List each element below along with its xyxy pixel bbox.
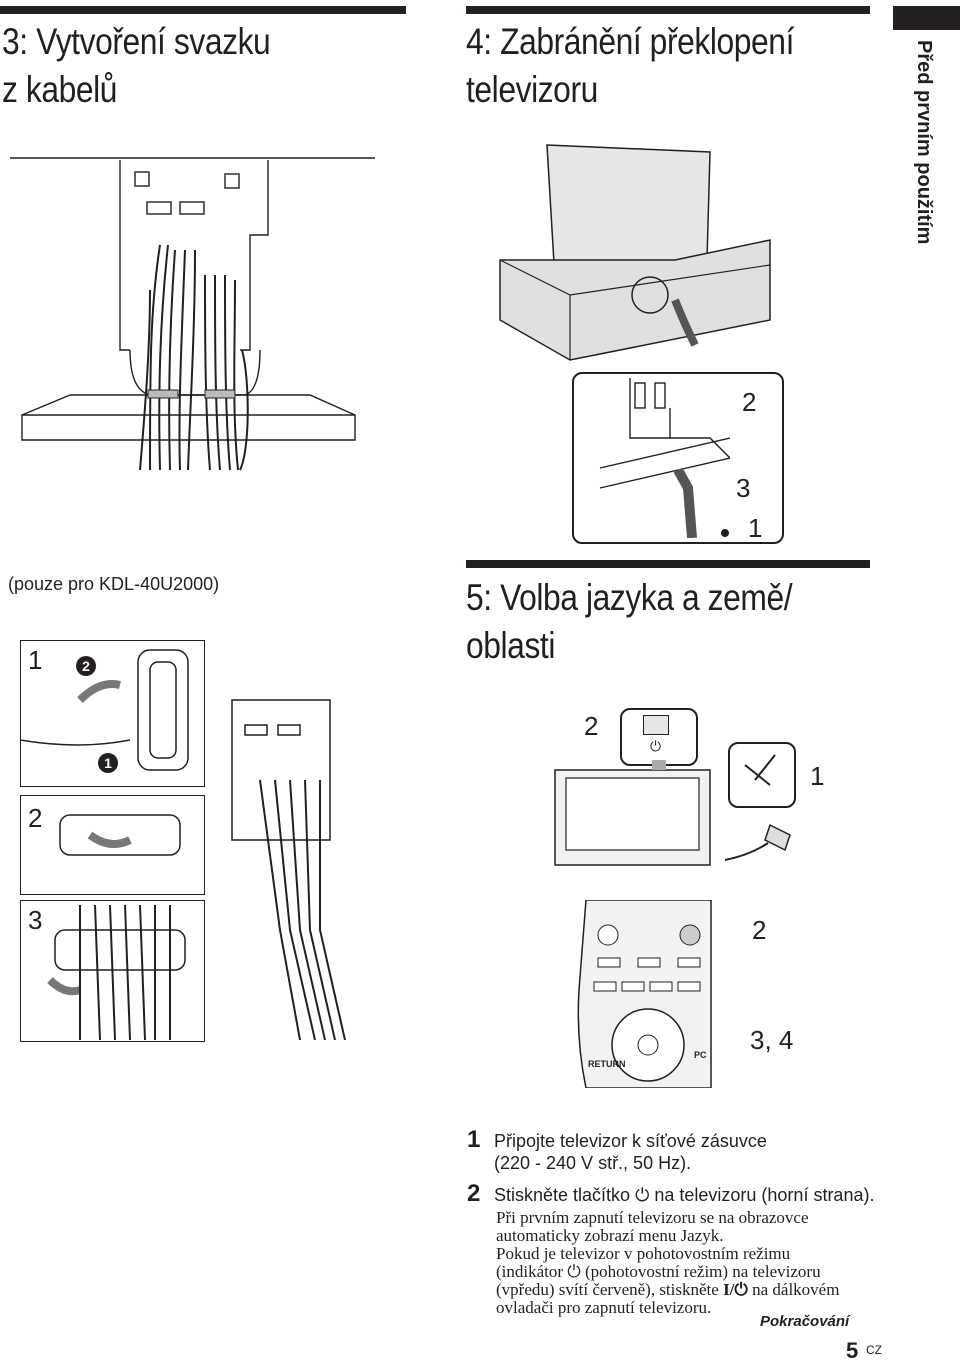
strap-detail-illustration: [599, 378, 730, 538]
note-line-6: ovladači pro zapnutí televizoru.: [496, 1298, 712, 1317]
note-line-5a: (vpředu) svítí červeně), stiskněte: [496, 1280, 719, 1299]
power-cord-illustration: [724, 754, 791, 861]
note-line-5: (vpředu) svítí červeně), stiskněte I/⏻ n…: [496, 1280, 839, 1299]
strap-callout-3: 3: [736, 473, 751, 503]
section-3-title-line2: z kabelů: [2, 69, 118, 110]
remote-callout-3-4: 3, 4: [750, 1025, 794, 1055]
remote-illustration: [577, 900, 712, 1088]
kdl-model-note: (pouze pro KDL-40U2000): [8, 574, 220, 594]
power-toggle-symbol-icon: I/⏻: [723, 1280, 748, 1299]
section-5-title-line1: 5: Volba jazyka a země/: [466, 577, 793, 618]
clip-step-panel-3: [20, 900, 205, 1042]
remote-return-label: RETURN: [588, 1059, 626, 1069]
page-language: CZ: [866, 1343, 882, 1357]
tv-on-stand-illustration: [499, 144, 771, 361]
step-2-text-post: na televizoru (horní strana).: [654, 1185, 875, 1205]
strap-callout-2: 2: [742, 387, 757, 417]
plug-detail-box: [728, 742, 796, 808]
section-4-title-line1: 4: Zabránění překlopení: [466, 21, 794, 62]
section-5-title-line2: oblasti: [466, 625, 555, 666]
plug-callout-1: 1: [810, 761, 825, 791]
step-2-text: Stiskněte tlačítko ⏻ na televizoru (horn…: [494, 1184, 874, 1206]
section-4-rule: [466, 6, 870, 14]
section-3-rule: [0, 6, 406, 14]
note-line-2: automaticky zobrazí menu Jazyk.: [496, 1226, 724, 1245]
clip-bullet-b2: 2: [76, 656, 96, 676]
clip-callout-1: 1: [28, 645, 43, 675]
power-button-icon: [643, 715, 669, 735]
page-number: 5: [846, 1338, 859, 1363]
remote-callout-2: 2: [752, 915, 767, 945]
note-line-4a: (indikátor: [496, 1262, 564, 1281]
section-4-title-line2: televizoru: [466, 69, 598, 110]
tv-front-illustration: [554, 760, 711, 866]
strap-callout-1: 1: [748, 513, 763, 543]
clip-callout-2: 2: [28, 803, 43, 833]
continued-label: Pokračování: [760, 1313, 850, 1330]
cable-bundle-illustration: [10, 157, 375, 471]
standby-symbol-icon: ⏻: [567, 1262, 581, 1281]
side-tab-label: Před prvním použitím: [913, 40, 935, 245]
step-2-text-pre: Stiskněte tlačítko: [494, 1185, 631, 1205]
step-2-number: 2: [467, 1180, 481, 1207]
note-line-3: Pokud je televizor v pohotovostním režim…: [496, 1244, 791, 1263]
standby-symbol-icon: ⏻: [635, 1185, 650, 1205]
note-line-5b: na dálkovém: [752, 1280, 840, 1299]
clip-bullet-b1: 1: [98, 753, 118, 773]
section-3-title-line1: 3: Vytvoření svazku: [2, 21, 271, 62]
note-line-4: (indikátor ⏻ (pohotovostní režim) na tel…: [496, 1262, 821, 1281]
step-1-number: 1: [467, 1126, 481, 1153]
clip-step-panel-1: [20, 640, 205, 787]
strap-detail-box: [572, 372, 784, 544]
power-callout-2: 2: [584, 711, 599, 741]
step-1-text-line2: (220 - 240 V stř., 50 Hz).: [494, 1153, 692, 1173]
clip-callout-3: 3: [28, 905, 43, 935]
note-line-4b: (pohotovostní režim) na televizoru: [585, 1262, 821, 1281]
step-1-text-line1: Připojte televizor k síťové zásuvce: [494, 1131, 767, 1151]
side-tab-marker: [893, 6, 960, 30]
clip-step-panel-2: [20, 795, 205, 895]
standby-symbol-icon: ⏻: [650, 738, 662, 754]
note-line-1: Při prvním zapnutí televizoru se na obra…: [496, 1208, 809, 1227]
clip-illustrations: [20, 649, 346, 1040]
section-5-rule: [466, 560, 870, 568]
remote-pc-label: PC: [694, 1050, 707, 1060]
